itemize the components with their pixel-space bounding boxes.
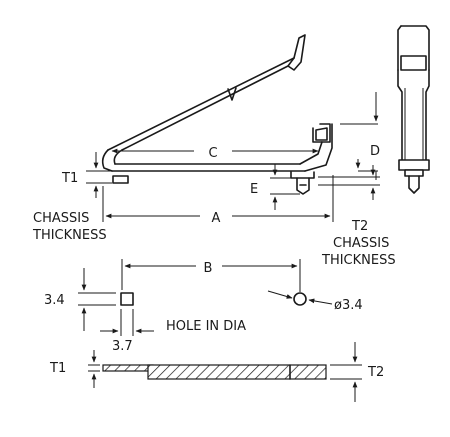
chassis-thickness-right-line1: CHASSIS (333, 236, 389, 251)
dim-label-t1-bottom: T1 (49, 361, 66, 376)
dimension-c: C (111, 146, 319, 161)
dimension-a: A (102, 175, 334, 226)
section-view: T1 T2 (49, 342, 384, 402)
square-hole (120, 292, 134, 306)
clip-side-view (101, 34, 333, 195)
chassis-thickness-right-line2: THICKNESS (321, 253, 396, 268)
dim-label-dia-3-4: ø3.4 (334, 298, 363, 313)
dimension-d: D (340, 92, 380, 180)
dim-label-a: A (212, 211, 221, 226)
dim-label-t2-bottom: T2 (367, 365, 384, 380)
dim-label-3-7: 3.7 (112, 339, 133, 354)
dim-label-d: D (370, 144, 380, 159)
chassis-thickness-left-line2: THICKNESS (32, 228, 107, 243)
section-right-thick (147, 364, 327, 380)
chassis-thickness-left-line1: CHASSIS (33, 211, 89, 226)
dimension-e: E (250, 164, 300, 210)
dim-label-3-4-square: 3.4 (44, 293, 65, 308)
dim-label-t1-top: T1 (61, 171, 78, 186)
clip-front-view (397, 25, 430, 194)
dim-label-c: C (208, 146, 217, 161)
dim-label-t2-top: T2 (351, 219, 368, 234)
dim-label-e: E (250, 182, 258, 197)
hole-layout: B 3.4 3.7 HOLE IN DIA ø3.4 (44, 259, 363, 354)
dimension-t1-top: T1 CHASSIS THICKNESS (32, 152, 112, 243)
section-left-thin (102, 364, 154, 372)
dim-label-b: B (204, 261, 213, 276)
dimension-t2-top: T2 CHASSIS THICKNESS (318, 165, 396, 268)
round-hole (293, 292, 307, 306)
hole-in-dia-note: HOLE IN DIA (166, 319, 246, 334)
